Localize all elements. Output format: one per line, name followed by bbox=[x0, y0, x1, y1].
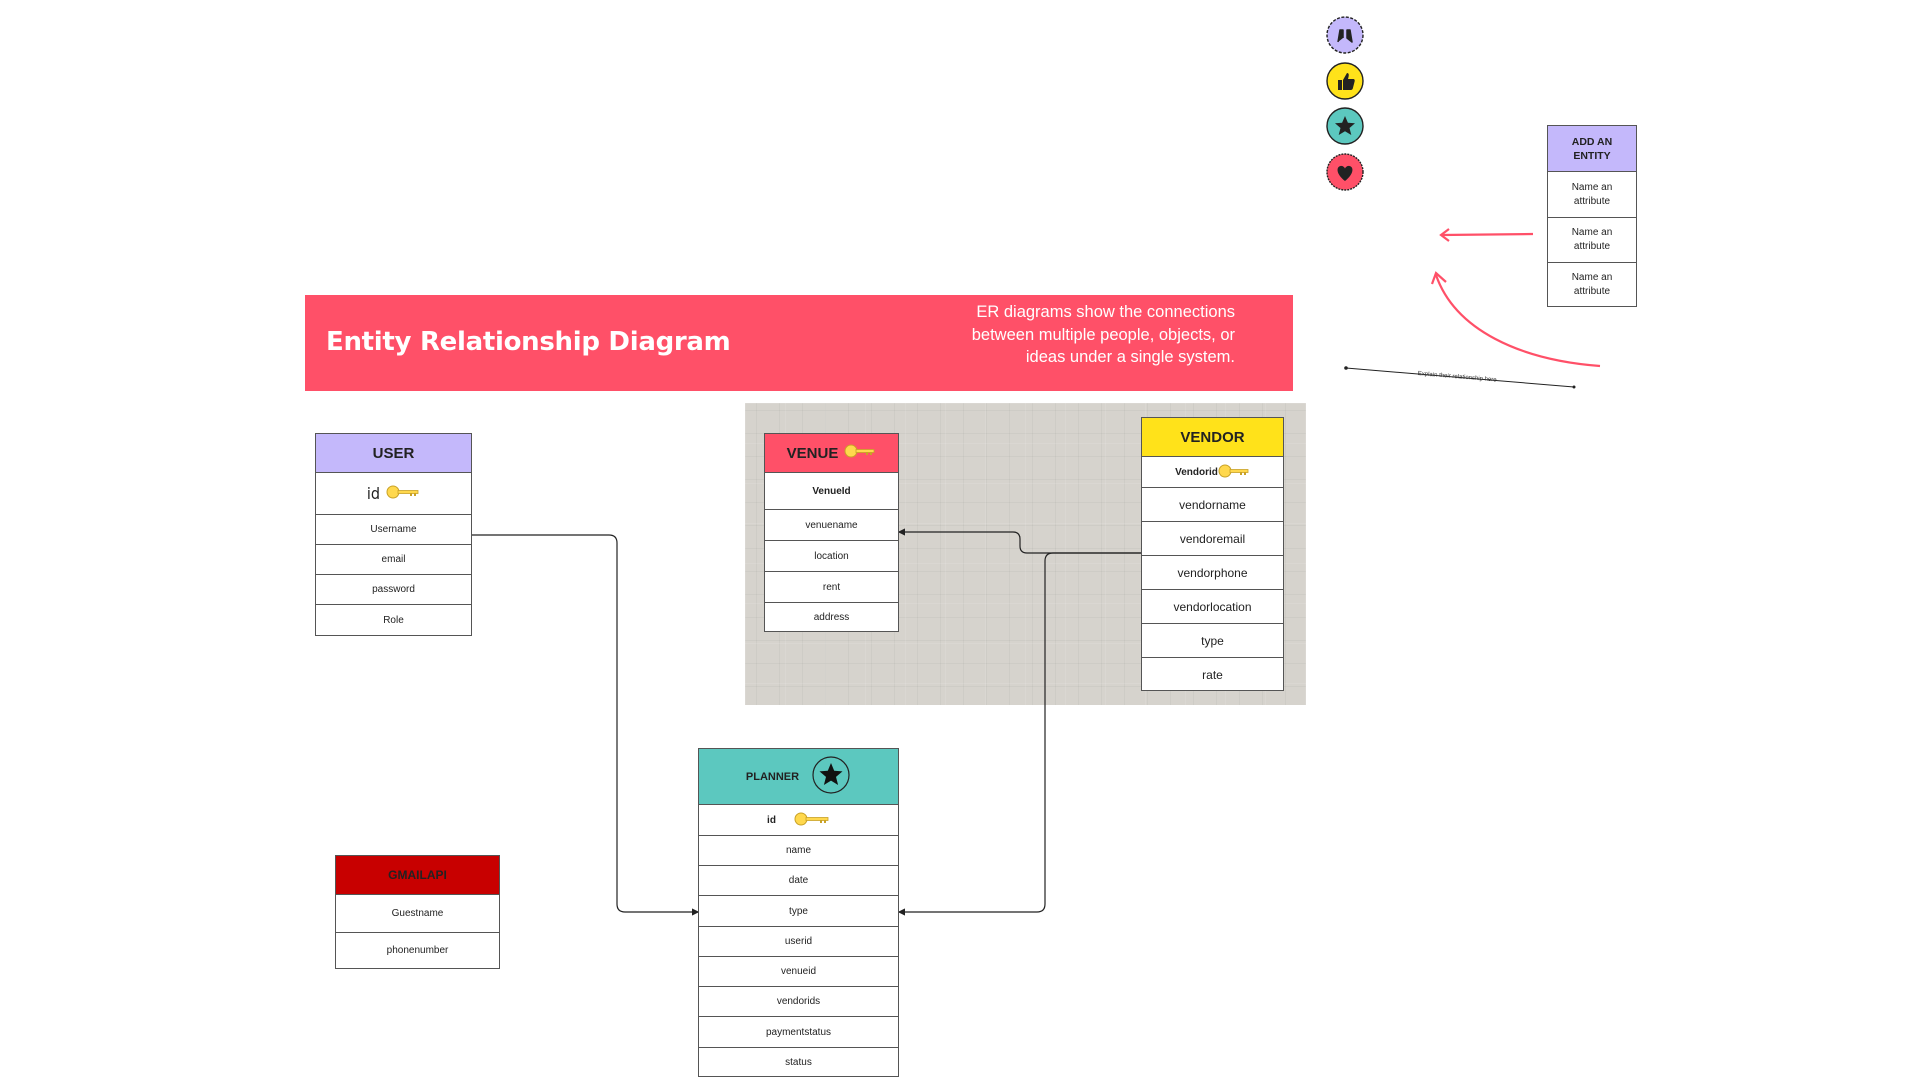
primary-key-icon bbox=[386, 484, 420, 503]
planner-key-row[interactable]: id bbox=[699, 804, 898, 835]
gmailapi-attribute-row[interactable]: phonenumber bbox=[336, 932, 499, 968]
vendor-key-row[interactable]: Vendorid bbox=[1142, 456, 1283, 487]
user-attribute-row[interactable]: password bbox=[316, 574, 471, 604]
vendor-entity-name: VENDOR bbox=[1180, 428, 1245, 446]
venue-entity-header[interactable]: VENUE bbox=[765, 434, 898, 472]
primary-key-icon bbox=[794, 812, 830, 829]
venue-attribute-row[interactable]: venuename bbox=[765, 509, 898, 540]
planner-attribute-row[interactable]: vendorids bbox=[699, 986, 898, 1016]
diagram-title: Entity Relationship Diagram bbox=[326, 327, 731, 357]
planner-attribute-row[interactable]: name bbox=[699, 835, 898, 865]
add-entity-title: ADD AN ENTITY bbox=[1571, 135, 1613, 162]
venue-key-row[interactable]: VenueId bbox=[765, 472, 898, 509]
planner-attribute-row[interactable]: userid bbox=[699, 926, 898, 956]
user-key-row[interactable]: id bbox=[316, 472, 471, 514]
add-entity-header[interactable]: ADD AN ENTITY bbox=[1548, 126, 1636, 171]
venue-attribute-row[interactable]: rent bbox=[765, 571, 898, 602]
gmailapi-entity-header[interactable]: GMAILAPI bbox=[336, 856, 499, 894]
heart-icon[interactable] bbox=[1326, 153, 1364, 191]
add-entity-template[interactable]: ADD AN ENTITY Name an attribute Name an … bbox=[1547, 125, 1637, 307]
planner-attribute-row[interactable]: paymentstatus bbox=[699, 1016, 898, 1047]
planner-attribute-row[interactable]: date bbox=[699, 865, 898, 895]
relationship-hint-label[interactable]: Explain their relationship here bbox=[1417, 371, 1497, 384]
add-entity-attribute-row[interactable]: Name an attribute bbox=[1548, 262, 1636, 306]
planner-attribute-row[interactable]: venueid bbox=[699, 956, 898, 986]
venue-attribute-row[interactable]: location bbox=[765, 540, 898, 571]
user-attribute-row[interactable]: Role bbox=[316, 604, 471, 635]
venue-entity-name: VENUE bbox=[786, 444, 839, 462]
planner-entity-header[interactable]: PLANNER bbox=[699, 749, 898, 804]
vendor-attribute-row[interactable]: vendorname bbox=[1142, 487, 1283, 521]
gmailapi-entity[interactable]: GMAILAPI Guestname phonenumber bbox=[335, 855, 500, 969]
clapping-hands-icon[interactable] bbox=[1326, 16, 1364, 54]
vendor-attribute-row[interactable]: vendoremail bbox=[1142, 521, 1283, 555]
vendor-key-field: Vendorid bbox=[1175, 466, 1218, 478]
star-icon bbox=[811, 755, 851, 798]
venue-attribute-row[interactable]: address bbox=[765, 602, 898, 631]
add-entity-arrow-left-head bbox=[1439, 228, 1450, 242]
planner-attribute-row[interactable]: status bbox=[699, 1047, 898, 1076]
user-to-planner-connector bbox=[472, 534, 700, 916]
thumbs-up-icon[interactable] bbox=[1326, 62, 1364, 100]
add-entity-arrow-curve-head bbox=[1430, 271, 1447, 285]
add-entity-attribute-row[interactable]: Name an attribute bbox=[1548, 217, 1636, 262]
user-entity[interactable]: USER id Username email password Role bbox=[315, 433, 472, 636]
planner-key-field: id bbox=[767, 814, 776, 826]
star-icon[interactable] bbox=[1326, 107, 1364, 145]
gmailapi-entity-name: GMAILAPI bbox=[388, 868, 447, 882]
primary-key-icon bbox=[1218, 464, 1250, 481]
planner-entity[interactable]: PLANNER id name date type userid venueid… bbox=[698, 748, 899, 1077]
vendor-attribute-row[interactable]: vendorphone bbox=[1142, 555, 1283, 589]
primary-key-icon bbox=[844, 444, 876, 462]
gmailapi-attribute-row[interactable]: Guestname bbox=[336, 894, 499, 932]
diagram-description: ER diagrams show the connections between… bbox=[971, 303, 1235, 366]
title-banner: Entity Relationship Diagram ER diagrams … bbox=[305, 295, 1293, 391]
vendor-attribute-row[interactable]: rate bbox=[1142, 657, 1283, 692]
user-entity-name: USER bbox=[372, 444, 415, 462]
vendor-attribute-row[interactable]: vendorlocation bbox=[1142, 589, 1283, 623]
planner-attribute-row[interactable]: type bbox=[699, 895, 898, 926]
user-entity-header[interactable]: USER bbox=[316, 434, 471, 472]
add-entity-attribute-row[interactable]: Name an attribute bbox=[1548, 171, 1636, 217]
venue-entity[interactable]: VENUE VenueId venuename location rent ad… bbox=[764, 433, 899, 632]
add-entity-arrow-left bbox=[1441, 232, 1534, 237]
planner-entity-name: PLANNER bbox=[745, 770, 800, 783]
user-attribute-row[interactable]: Username bbox=[316, 514, 471, 544]
vendor-attribute-row[interactable]: type bbox=[1142, 623, 1283, 657]
user-key-field: id bbox=[366, 484, 381, 503]
user-attribute-row[interactable]: email bbox=[316, 544, 471, 574]
vendor-entity-header[interactable]: VENDOR bbox=[1142, 418, 1283, 456]
vendor-entity[interactable]: VENDOR Vendorid vendorname vendoremail v… bbox=[1141, 417, 1284, 691]
